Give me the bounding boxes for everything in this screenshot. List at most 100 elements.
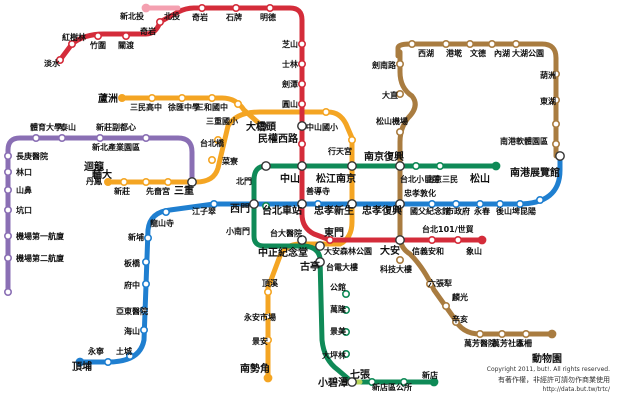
station-sanchong-es[interactable] (234, 100, 243, 109)
station-taipei-main[interactable] (297, 199, 307, 209)
station-caitou[interactable] (214, 136, 223, 145)
station-songshan[interactable] (491, 161, 501, 171)
station-jingan[interactable] (263, 335, 272, 344)
station-linguang[interactable] (441, 301, 450, 310)
station-shanbi[interactable] (4, 186, 13, 195)
station-liuzhangli[interactable] (425, 279, 434, 288)
station-daan[interactable] (395, 235, 405, 245)
station-yuanshan[interactable] (297, 100, 306, 109)
station-shipai[interactable] (232, 4, 241, 13)
station-sanhe[interactable] (208, 94, 217, 103)
station-haishan[interactable] (140, 325, 149, 334)
station-zhishan[interactable] (297, 39, 306, 48)
station-sanmin-hs[interactable] (148, 94, 157, 103)
station-guting[interactable] (315, 257, 325, 267)
station-kengkou[interactable] (4, 206, 13, 215)
station-arena[interactable] (411, 162, 420, 171)
station-zoo[interactable] (547, 329, 557, 339)
station-hongshulin[interactable] (68, 39, 77, 48)
station-sanchong[interactable] (187, 177, 197, 187)
station-yongning[interactable] (104, 357, 113, 366)
station-linkou[interactable] (4, 168, 13, 177)
station-xinhai[interactable] (451, 317, 460, 326)
station-qizhang[interactable] (367, 377, 376, 386)
station-jiantan[interactable] (297, 80, 306, 89)
station-wanfang-c[interactable] (497, 329, 506, 338)
station-yongchun[interactable] (475, 200, 484, 209)
station-ktk[interactable] (31, 134, 40, 143)
station-xindian[interactable] (429, 377, 439, 387)
station-jingmei[interactable] (341, 327, 350, 336)
station-sun-yatsen[interactable] (427, 200, 436, 209)
station-zhuwei[interactable] (94, 31, 103, 40)
station-xindian-office[interactable] (399, 377, 408, 386)
station-muzha[interactable] (521, 329, 530, 338)
station-guandu[interactable] (122, 31, 131, 40)
station-nangang-exh[interactable] (555, 151, 565, 161)
station-huzhou[interactable] (551, 96, 560, 105)
station-luzhou[interactable] (118, 94, 127, 103)
station-houshanpi[interactable] (495, 200, 504, 209)
station-xinyi-anhe[interactable] (427, 236, 436, 245)
station-huilong[interactable] (104, 178, 113, 187)
station-a8[interactable] (4, 287, 13, 296)
station-datong[interactable] (257, 121, 267, 131)
station-dingpu[interactable] (75, 357, 85, 367)
station-touqianzhuang[interactable] (164, 178, 173, 187)
station-qiyan[interactable] (198, 4, 207, 13)
station-beimen[interactable] (261, 161, 271, 171)
station-nangang[interactable] (535, 196, 544, 205)
station-songjiang[interactable] (347, 161, 357, 171)
station-dahu[interactable] (551, 70, 560, 79)
station-jiannan[interactable] (407, 39, 416, 48)
station-dingxi[interactable] (263, 287, 272, 296)
station-zhongshan-es[interactable] (321, 108, 330, 117)
station-city-hall[interactable] (451, 200, 460, 209)
station-tucheng[interactable] (126, 351, 135, 360)
station-xinpu[interactable] (144, 234, 153, 243)
station-dapinglin[interactable] (341, 349, 350, 358)
station-nangang-sw[interactable] (551, 140, 560, 149)
station-qizhang-x[interactable] (347, 377, 357, 387)
station-a6[interactable] (4, 232, 13, 241)
station-wende[interactable] (487, 39, 496, 48)
station-dazhi[interactable] (395, 59, 404, 68)
station-xiaonanmen[interactable] (261, 202, 270, 211)
station-zhongxiao-fuxing[interactable] (395, 199, 405, 209)
station-taipei101[interactable] (453, 236, 462, 245)
station-xinzhuang[interactable] (142, 178, 151, 187)
station-shilin[interactable] (297, 59, 306, 68)
station-xingtian[interactable] (347, 136, 356, 145)
station-gongguan[interactable] (341, 289, 350, 298)
station-jiangzicui[interactable] (162, 208, 171, 217)
station-qilian[interactable] (156, 17, 165, 26)
station-ximen[interactable] (249, 199, 259, 209)
station-dongmen[interactable] (315, 241, 325, 251)
station-neihu[interactable] (511, 39, 520, 48)
station-kunyang[interactable] (515, 200, 524, 209)
station-shuanglian[interactable] (297, 140, 306, 149)
station-asia-east[interactable] (140, 305, 149, 314)
station-xihu[interactable] (441, 39, 450, 48)
station-airport[interactable] (395, 90, 404, 99)
station-yongan[interactable] (263, 311, 272, 320)
station-mingde[interactable] (265, 4, 274, 13)
station-fuzhong[interactable] (142, 279, 151, 288)
station-nanjing-fuxing[interactable] (395, 161, 405, 171)
station-wanlong[interactable] (341, 305, 350, 314)
station-danshui[interactable] (55, 55, 64, 64)
station-danfeng[interactable] (120, 178, 129, 187)
station-minquan-w[interactable] (297, 121, 307, 131)
station-daan-park[interactable] (325, 236, 334, 245)
station-nanjing-sanmin[interactable] (435, 162, 444, 171)
station-taipei-bridge[interactable] (208, 156, 217, 165)
station-xiangshan[interactable] (477, 235, 487, 245)
station-zhongshan-ms[interactable] (395, 128, 404, 137)
station-donghu[interactable] (551, 120, 560, 129)
station-gangqian[interactable] (465, 39, 474, 48)
station-xinzhuang-sports[interactable] (142, 134, 151, 143)
station-cks[interactable] (297, 235, 307, 245)
station-technology[interactable] (395, 255, 404, 264)
station-zhongxiao-xinsheng[interactable] (347, 199, 357, 209)
station-new-road[interactable] (96, 134, 105, 143)
